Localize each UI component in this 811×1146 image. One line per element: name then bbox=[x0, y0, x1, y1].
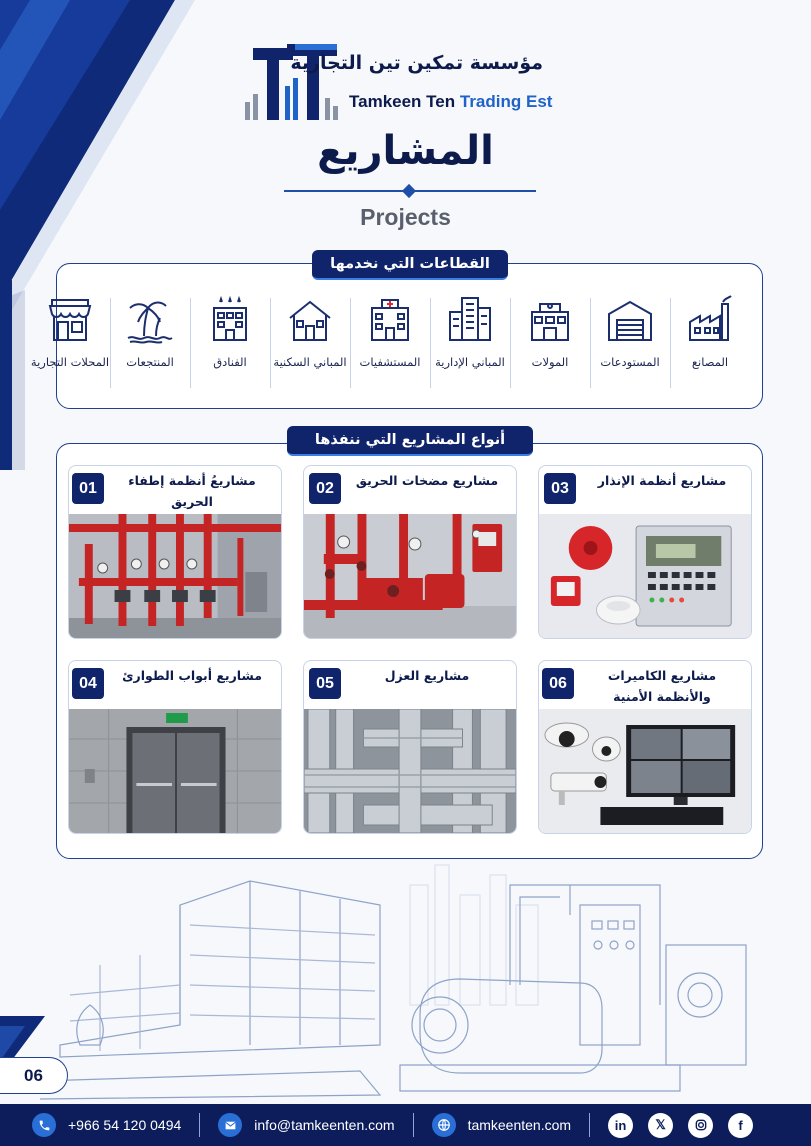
facebook-icon[interactable]: f bbox=[728, 1112, 754, 1138]
instagram-icon[interactable] bbox=[688, 1112, 714, 1138]
project-card: 05 مشاريع العزل bbox=[303, 660, 517, 834]
project-title: مشاريع الكاميرات والأنظمة الأمنية bbox=[607, 668, 717, 704]
sectors-heading: القطاعات التي نخدمها bbox=[312, 250, 508, 280]
project-card: 03 مشاريع أنظمة الإنذار bbox=[538, 465, 752, 639]
shop-icon bbox=[48, 299, 92, 341]
project-image-sprinklers bbox=[69, 514, 281, 638]
project-image-cctv bbox=[539, 709, 751, 833]
sector-item: المولات bbox=[510, 290, 591, 400]
project-title: مشاريعُ أنظمة إطفاء الحريق bbox=[128, 473, 256, 509]
contact-footer: +966 54 120 0494 info@tamkeenten.com tam… bbox=[0, 1104, 811, 1146]
x-icon[interactable]: 𝕏 bbox=[648, 1112, 674, 1138]
linkedin-icon[interactable]: in bbox=[608, 1112, 634, 1138]
footer-email[interactable]: info@tamkeenten.com bbox=[218, 1113, 395, 1137]
palm-tree-icon bbox=[127, 301, 173, 344]
mail-icon bbox=[218, 1113, 243, 1137]
project-card: 04 مشاريع أبواب الطوارئ bbox=[68, 660, 282, 834]
brand-logo: مؤسسة تمكين تين التجارية Tamkeen Ten Tra… bbox=[245, 42, 565, 124]
project-image-pumps bbox=[304, 514, 516, 638]
project-title: مشاريع العزل bbox=[384, 668, 470, 683]
brand-name-en: Tamkeen Ten Trading Est bbox=[349, 92, 553, 111]
sector-item: المستودعات bbox=[590, 290, 671, 400]
footer-phone[interactable]: +966 54 120 0494 bbox=[32, 1113, 181, 1137]
footer-website[interactable]: tamkeenten.com bbox=[431, 1113, 571, 1137]
project-image-insulation bbox=[304, 709, 516, 833]
project-number: 04 bbox=[72, 668, 104, 699]
factory-icon bbox=[689, 295, 732, 341]
project-title: مشاريع أبواب الطوارئ bbox=[122, 668, 262, 683]
page-number: 06 bbox=[0, 1057, 68, 1094]
sectors-list: المصانع المستودعات المولات المباني الإدا… bbox=[31, 290, 750, 400]
project-title: مشاريع أنظمة الإنذار bbox=[597, 473, 727, 488]
social-links: in 𝕏 f bbox=[608, 1112, 754, 1138]
building-pump-sketch bbox=[40, 864, 747, 1100]
projects-heading: أنواع المشاريع التي ننفذها bbox=[287, 426, 533, 456]
sector-item: المستشفيات bbox=[350, 290, 431, 400]
sector-item: المصانع bbox=[670, 290, 750, 400]
globe-icon bbox=[431, 1113, 456, 1137]
project-image-doors bbox=[69, 709, 281, 833]
phone-icon bbox=[32, 1113, 56, 1137]
sector-item: المنتجعات bbox=[110, 290, 191, 400]
house-icon bbox=[289, 300, 331, 341]
page-title-ar: المشاريع bbox=[317, 128, 494, 174]
office-building-icon bbox=[449, 297, 491, 341]
project-card: 06 مشاريع الكاميرات والأنظمة الأمنية bbox=[538, 660, 752, 834]
mall-icon bbox=[531, 303, 569, 341]
brand-name-ar: مؤسسة تمكين تين التجارية bbox=[290, 52, 543, 74]
project-card: 01 مشاريعُ أنظمة إطفاء الحريق bbox=[68, 465, 282, 639]
hotel-icon bbox=[213, 295, 247, 341]
footer-divider bbox=[199, 1113, 201, 1137]
project-image-alarm bbox=[539, 514, 751, 638]
project-number: 03 bbox=[544, 473, 576, 504]
logo-mark-icon bbox=[245, 44, 338, 120]
sector-item: المباني السكنية bbox=[270, 290, 351, 400]
footer-divider bbox=[589, 1113, 591, 1137]
project-card: 02 مشاريع مضخات الحريق bbox=[303, 465, 517, 639]
sector-item: المحلات التجارية bbox=[30, 290, 111, 400]
project-number: 01 bbox=[72, 473, 104, 504]
corner-decoration bbox=[0, 0, 195, 470]
sector-item: المباني الإدارية bbox=[430, 290, 511, 400]
project-number: 02 bbox=[309, 473, 341, 504]
sector-item: الفنادق bbox=[190, 290, 271, 400]
page-title-en: Projects bbox=[360, 204, 451, 230]
sectors-panel bbox=[56, 263, 763, 409]
project-number: 06 bbox=[542, 668, 574, 699]
hospital-icon bbox=[371, 299, 409, 341]
project-number: 05 bbox=[309, 668, 341, 699]
footer-divider bbox=[412, 1113, 414, 1137]
warehouse-icon bbox=[608, 300, 652, 341]
project-title: مشاريع مضخات الحريق bbox=[355, 473, 499, 488]
